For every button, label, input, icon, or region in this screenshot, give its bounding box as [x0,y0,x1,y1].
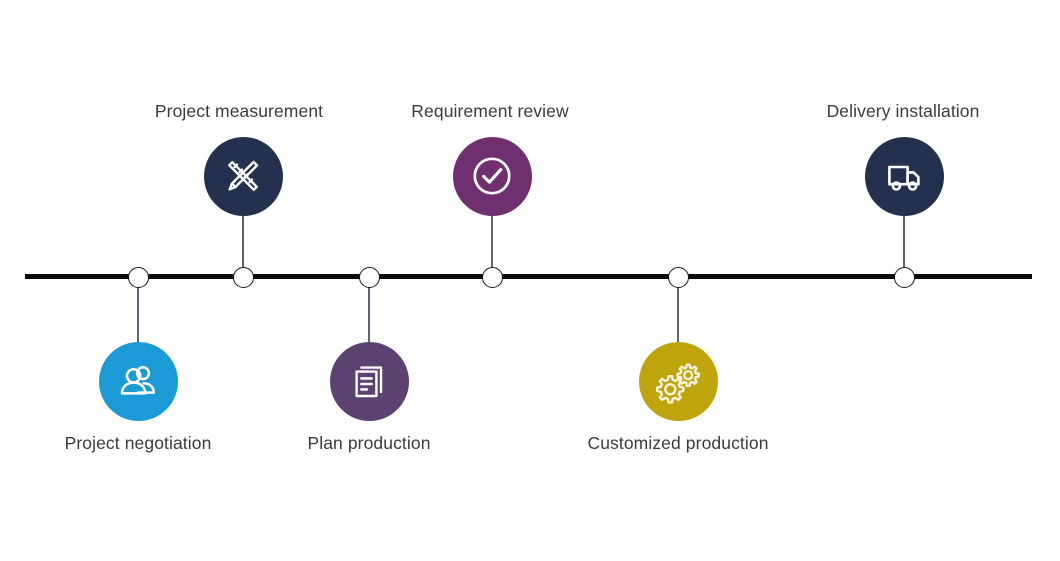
connector-stem-plan-production [368,279,370,343]
connector-stem-requirement-review [491,216,493,278]
timeline-node-5[interactable] [667,266,689,288]
icon-disc-project-measurement[interactable] [203,136,283,216]
delivery-truck-icon [881,153,927,199]
pencil-ruler-icon [220,153,266,199]
connector-stem-customized-production [677,279,679,343]
documents-stack-icon [347,359,391,403]
step-label-delivery-installation: Delivery installation [826,101,980,121]
timeline-node-6[interactable] [893,266,915,288]
step-label-plan-production: Plan production [307,433,431,453]
icon-disc-requirement-review[interactable] [452,136,532,216]
timeline-axis [25,274,1032,279]
connector-stem-delivery-installation [903,216,905,278]
timeline-node-3[interactable] [358,266,380,288]
timeline-node-1[interactable] [127,266,149,288]
step-label-customized-production: Customized production [587,433,769,453]
connector-stem-project-negotiation [137,279,139,343]
icon-disc-project-negotiation[interactable] [98,341,178,421]
users-group-icon [114,357,162,405]
check-circle-icon [468,152,516,200]
gears-icon [653,356,703,406]
timeline-node-4[interactable] [481,266,503,288]
icon-disc-plan-production[interactable] [329,341,409,421]
icon-disc-delivery-installation[interactable] [864,136,944,216]
step-label-requirement-review: Requirement review [411,101,569,121]
icon-disc-customized-production[interactable] [638,341,718,421]
step-label-project-measurement: Project measurement [154,101,324,121]
timeline-node-2[interactable] [232,266,254,288]
connector-stem-project-measurement [242,216,244,278]
step-label-project-negotiation: Project negotiation [64,433,212,453]
